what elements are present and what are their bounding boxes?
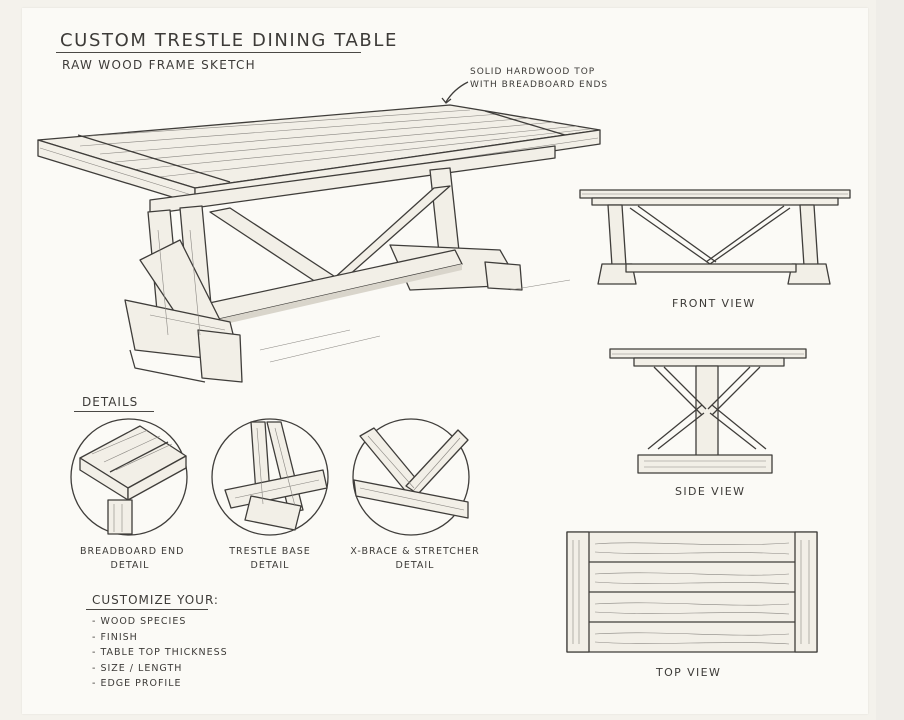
customize-item: - Finish xyxy=(92,631,138,643)
side-view-drawing xyxy=(609,348,807,474)
top-callout-note: Solid hardwood top with breadboard ends xyxy=(470,66,608,92)
detail-caption-xbrace: X-brace & stretcher detail xyxy=(350,545,480,573)
customize-item: - Size / length xyxy=(92,662,183,674)
customize-item: - Wood species xyxy=(92,616,187,627)
detail-caption-line: Trestle base xyxy=(229,546,311,557)
detail-caption-line: Breadboard end xyxy=(80,546,185,557)
title-underline xyxy=(56,52,361,53)
detail-trestle-base xyxy=(211,418,329,536)
callout-line-1: Solid hardwood top xyxy=(470,67,596,77)
details-underline xyxy=(74,411,154,412)
page-subtitle: Raw wood frame sketch xyxy=(62,58,257,72)
detail-caption-line: detail xyxy=(110,560,150,571)
detail-caption-breadboard: Breadboard end detail xyxy=(80,545,185,573)
top-view-caption: Top view xyxy=(656,666,722,679)
right-margin-strip xyxy=(876,0,904,720)
detail-caption-trestle: Trestle base detail xyxy=(225,545,315,573)
customize-item: - Edge profile xyxy=(92,678,182,690)
top-view-drawing xyxy=(566,531,818,653)
details-heading: Details xyxy=(82,395,139,409)
table-perspective-sketch xyxy=(37,104,601,383)
page-title: Custom Trestle Dining Table xyxy=(60,30,398,51)
detail-x-brace-stretcher xyxy=(352,418,470,536)
detail-caption-line: X-brace & stretcher xyxy=(350,546,480,557)
front-view-caption: Front view xyxy=(672,297,756,310)
customize-heading: Customize Your: xyxy=(92,593,219,607)
callout-line-2: with breadboard ends xyxy=(470,80,609,90)
customize-item: - Table top thickness xyxy=(92,647,228,659)
customize-underline xyxy=(86,609,208,610)
callout-arrow xyxy=(441,81,469,104)
side-view-caption: Side view xyxy=(675,485,746,498)
detail-breadboard-end xyxy=(70,418,188,536)
detail-caption-line: detail xyxy=(250,560,290,571)
detail-caption-line: detail xyxy=(395,560,435,571)
customize-list: - Wood species - Finish - Table top thic… xyxy=(92,614,228,692)
front-view-drawing xyxy=(579,189,851,285)
